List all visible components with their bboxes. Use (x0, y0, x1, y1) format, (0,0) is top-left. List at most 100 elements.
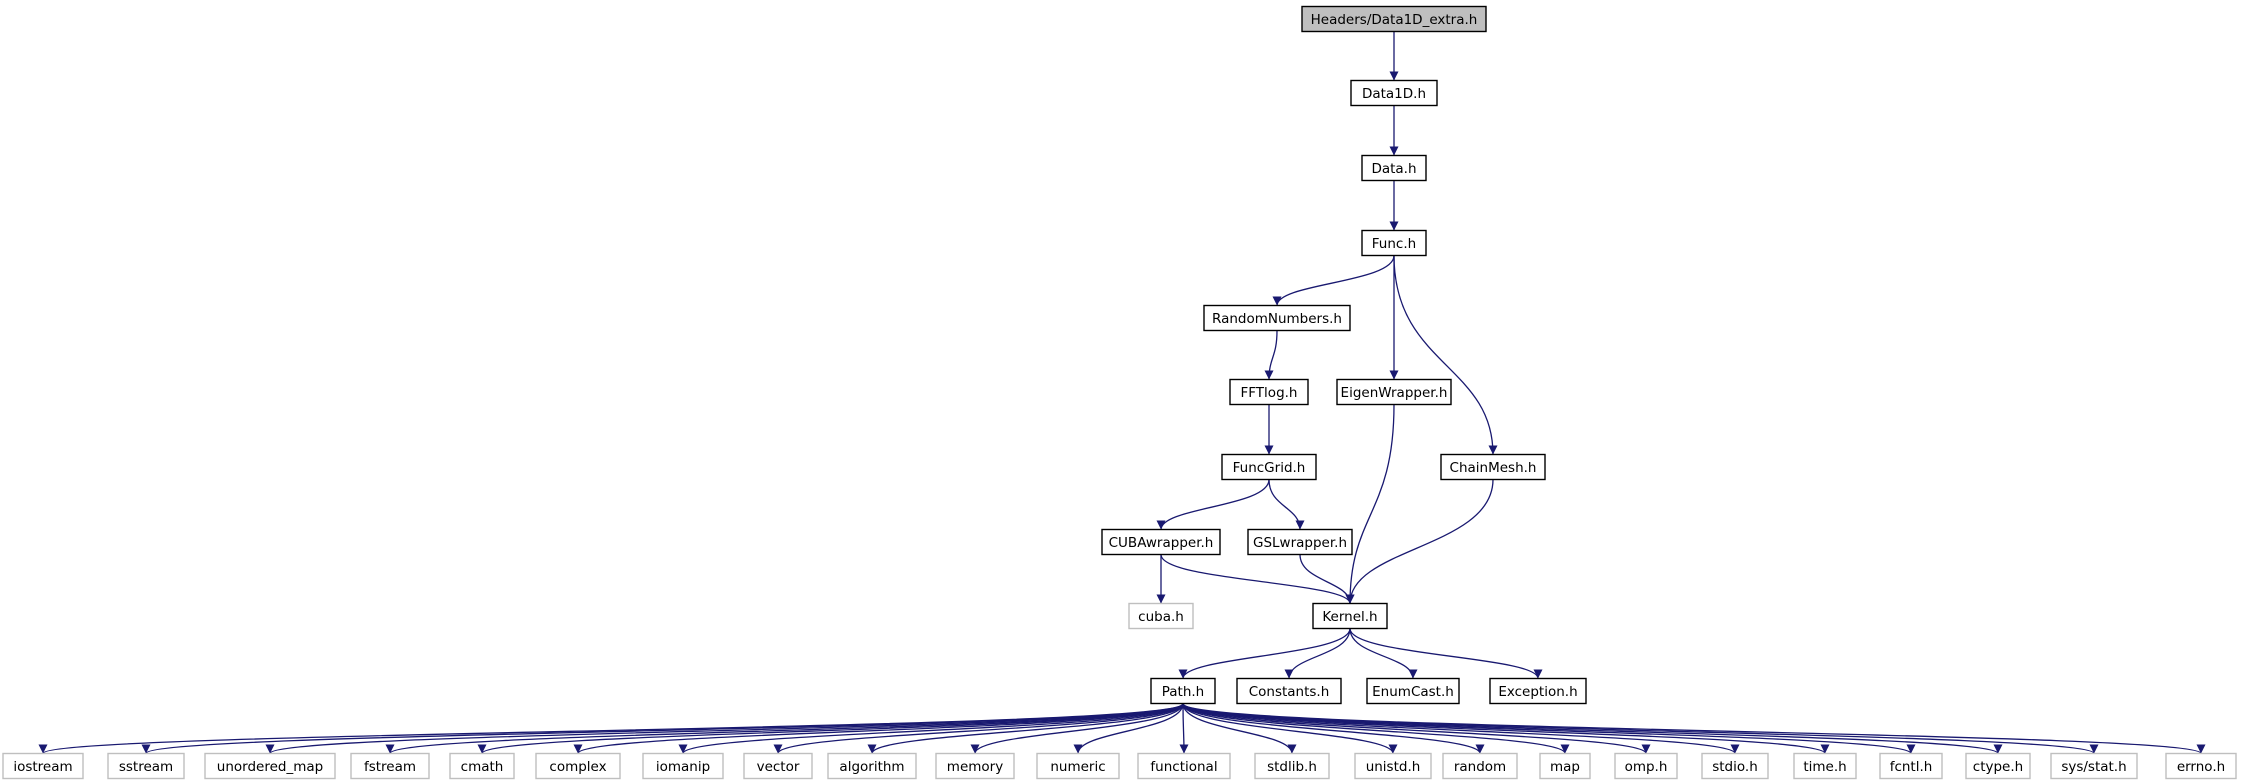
edge-func-to-chainmesh (1393, 255, 1498, 455)
node-label: Constants.h (1249, 684, 1330, 700)
node-fstream: fstream (350, 752, 430, 780)
node-box (1361, 154, 1427, 182)
node-label: numeric (1050, 759, 1105, 775)
node-label: Headers/Data1D_extra.h (1311, 12, 1478, 28)
edge-path-to-functional (1179, 703, 1189, 754)
node-label: sstream (119, 759, 173, 775)
edge-path-to-numeric (1073, 703, 1184, 754)
edge-path-to-iomanip (678, 702, 1184, 755)
edge-path-to-vector (773, 703, 1184, 755)
node-box (1150, 677, 1216, 705)
node-complex: complex (535, 752, 621, 780)
node-chainmesh[interactable]: ChainMesh.h (1440, 453, 1546, 481)
edge-path (1182, 702, 1740, 755)
node-box (935, 752, 1015, 780)
edge-path (1182, 702, 1916, 755)
node-box (1221, 453, 1317, 481)
edge-funcgrid-to-gslwrapper (1268, 479, 1305, 530)
node-box (1442, 752, 1518, 780)
node-box (1440, 453, 1546, 481)
node-vector: vector (743, 752, 813, 780)
node-label: EnumCast.h (1372, 684, 1454, 700)
node-label: EigenWrapper.h (1341, 385, 1448, 401)
edge-path (385, 702, 1184, 755)
node-box (1247, 528, 1353, 556)
edge-kernel-to-enumcast (1349, 628, 1418, 679)
node-numeric: numeric (1036, 752, 1120, 780)
node-algorithm: algorithm (827, 752, 917, 780)
node-label: cmath (461, 759, 504, 775)
node-data[interactable]: Data.h (1361, 154, 1427, 182)
node-data1d_extra[interactable]: Headers/Data1D_extra.h (1301, 5, 1487, 33)
node-box (1128, 602, 1194, 630)
node-iostream: iostream (2, 752, 84, 780)
node-label: iomanip (656, 759, 710, 775)
node-box (1879, 752, 1943, 780)
node-map: map (1539, 752, 1591, 780)
edge-path (1182, 702, 1830, 755)
node-label: FuncGrid.h (1233, 460, 1306, 476)
node-label: functional (1150, 759, 1217, 775)
node-box (2050, 752, 2138, 780)
node-random: random (1442, 752, 1518, 780)
edge-path (1182, 703, 1485, 754)
node-label: memory (947, 759, 1003, 775)
edge-path (1272, 255, 1395, 306)
edge-path (1182, 703, 1398, 754)
node-cmath: cmath (449, 752, 515, 780)
node-kernel[interactable]: Kernel.h (1312, 602, 1388, 630)
node-gslwrapper[interactable]: GSLwrapper.h (1247, 528, 1353, 556)
edge-path (141, 702, 1184, 755)
edge-path-to-algorithm (867, 703, 1184, 754)
edge-path-to-stdio (1182, 702, 1740, 755)
node-omp: omp.h (1614, 752, 1678, 780)
node-label: fcntl.h (1890, 759, 1933, 775)
node-eigenwrapper[interactable]: EigenWrapper.h (1336, 378, 1452, 406)
node-label: algorithm (839, 759, 904, 775)
edge-path-to-fcntl (1182, 702, 1916, 755)
node-fftlog[interactable]: FFTlog.h (1229, 378, 1309, 406)
node-box (1361, 229, 1427, 257)
edge-path-to-time (1182, 702, 1830, 755)
node-time: time.h (1793, 752, 1857, 780)
node-label: RandomNumbers.h (1212, 311, 1342, 327)
node-box (204, 752, 336, 780)
node-randomnumbers[interactable]: RandomNumbers.h (1203, 304, 1351, 332)
node-label: map (1550, 759, 1580, 775)
edge-path (1349, 628, 1543, 679)
edge-path (1182, 703, 1570, 755)
node-unistd: unistd.h (1354, 752, 1432, 780)
edge-path (265, 702, 1184, 755)
node-constants[interactable]: Constants.h (1236, 677, 1342, 705)
node-data1d[interactable]: Data1D.h (1350, 79, 1438, 107)
node-funcgrid[interactable]: FuncGrid.h (1221, 453, 1317, 481)
node-box (1254, 752, 1330, 780)
node-label: Data1D.h (1362, 86, 1426, 102)
edge-kernel-to-constants (1284, 628, 1351, 679)
node-label: GSLwrapper.h (1253, 535, 1347, 551)
node-func[interactable]: Func.h (1361, 229, 1427, 257)
node-label: sys/stat.h (2061, 759, 2126, 775)
edge-path (1393, 255, 1498, 455)
edge-path (773, 703, 1184, 755)
node-box (1229, 378, 1309, 406)
node-path[interactable]: Path.h (1150, 677, 1216, 705)
edge-funcgrid-to-cubawrapper (1156, 479, 1270, 530)
node-box (350, 752, 430, 780)
node-box (1614, 752, 1678, 780)
node-exception[interactable]: Exception.h (1489, 677, 1587, 705)
edge-path (867, 703, 1184, 754)
edge-eigenwrapper-to-kernel (1345, 404, 1395, 604)
node-enumcast[interactable]: EnumCast.h (1366, 677, 1460, 705)
edge-path (1178, 628, 1351, 679)
edge-path-to-sstream (141, 702, 1184, 755)
edge-path-to-cmath (477, 702, 1184, 755)
node-label: errno.h (2177, 759, 2225, 775)
node-cubawrapper[interactable]: CUBAwrapper.h (1101, 528, 1221, 556)
node-iomanip: iomanip (642, 752, 724, 780)
node-label: omp.h (1625, 759, 1668, 775)
edge-randomnumbers-to-fftlog (1264, 330, 1278, 380)
edge-path-to-errno (1182, 702, 2206, 755)
node-box (1354, 752, 1432, 780)
edge-path (1182, 702, 2206, 755)
